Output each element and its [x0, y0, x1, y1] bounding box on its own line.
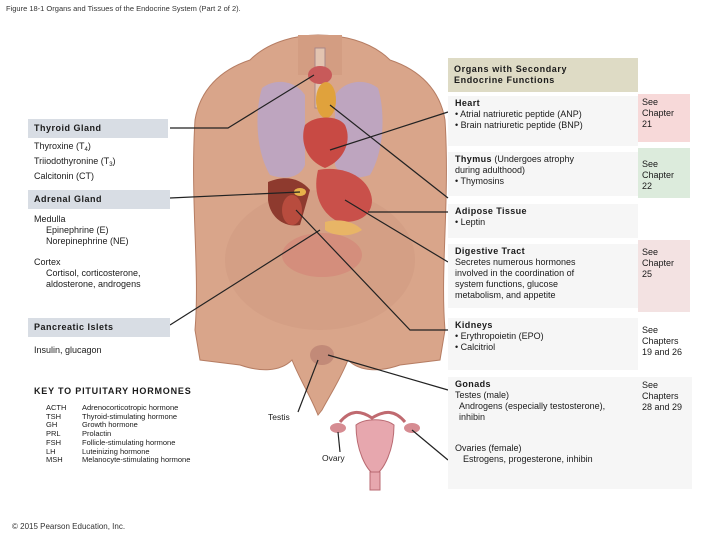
thyroid-organ	[308, 66, 332, 84]
adipose-section: Adipose Tissue • Leptin	[448, 204, 638, 238]
gonad-ovary-leader	[411, 429, 449, 461]
thymus-leader	[329, 104, 449, 199]
adrenal-gland-title: Adrenal Gland	[28, 190, 170, 209]
heart-title: Heart	[455, 98, 481, 108]
thyroid-gland-box: Thyroid Gland Thyroxine (T4) Triiodothyr…	[28, 119, 168, 185]
thymus-organ	[316, 82, 336, 118]
digestive-title: Digestive Tract	[455, 246, 526, 256]
ovary-label: Ovary	[322, 453, 345, 463]
key-title: KEY TO PITUITARY HORMONES	[34, 386, 192, 396]
testis-organ	[310, 345, 334, 365]
thyroid-hormone-3: Calcitonin (CT)	[34, 171, 95, 181]
thyroid-hormones: Thyroxine (T4) Triiodothyronine (T3) Cal…	[28, 138, 168, 185]
copyright: © 2015 Pearson Education, Inc.	[12, 522, 126, 531]
thyroid-gland-title: Thyroid Gland	[28, 119, 168, 138]
testis-label-leader	[297, 359, 319, 413]
adipose-line: • Leptin	[455, 217, 486, 227]
cortex-item-1: Cortisol, corticosterone,	[46, 268, 141, 278]
gonads-section: Gonads Testes (male) Androgens (especial…	[448, 377, 692, 489]
heart-leader	[329, 111, 449, 151]
medulla-item-1: Epinephrine (E)	[46, 225, 109, 235]
heart-organ	[303, 117, 348, 168]
cortex-label: Cortex	[34, 257, 61, 267]
adipose-title: Adipose Tissue	[455, 206, 527, 216]
kidneys-section: Kidneys • Erythropoietin (EPO) • Calcitr…	[448, 318, 638, 370]
kidneys-title: Kidneys	[455, 320, 493, 330]
gonads-title: Gonads	[455, 379, 491, 389]
pancreatic-islets-box: Pancreatic Islets Insulin, glucagon	[28, 318, 170, 359]
testis-label: Testis	[268, 412, 290, 422]
thyroid-hormone-2: Triiodothyronine (T3)	[34, 156, 116, 168]
heart-line: • Brain natriuretic peptide (BNP)	[455, 120, 583, 130]
ovary-label-leader	[337, 431, 341, 453]
kidney-organ	[282, 195, 302, 225]
right-lung	[335, 81, 383, 178]
left-lung	[257, 81, 305, 178]
thymus-line: • Thymosins	[455, 176, 504, 186]
kidney-leader	[295, 209, 448, 331]
stomach-organ	[316, 168, 372, 222]
thymus-line: during adulthood)	[455, 165, 526, 175]
adrenal-gland-box: Adrenal Gland Medulla Epinephrine (E) No…	[28, 190, 170, 293]
thymus-section: Thymus (Undergoes atrophy during adultho…	[448, 152, 638, 196]
digestive-leader	[344, 199, 449, 263]
pancreas-organ	[325, 220, 362, 236]
thyroid-leader	[170, 74, 315, 129]
gonad-testis-leader	[327, 354, 449, 391]
heart-section: Heart • Atrial natriuretic peptide (ANP)…	[448, 96, 638, 146]
adrenal-leader	[169, 191, 301, 199]
uterus-diagram	[330, 411, 420, 491]
pancreatic-islets-title: Pancreatic Islets	[28, 318, 170, 337]
medulla-item-2: Norepinephrine (NE)	[46, 236, 129, 246]
pancreatic-islets-hormones: Insulin, glucagon	[34, 345, 102, 355]
cortex-item-2: aldosterone, androgens	[46, 279, 141, 289]
digestive-section: Digestive Tract Secretes numerous hormon…	[448, 244, 638, 308]
thyroid-hormone-1: Thyroxine (T4)	[34, 141, 91, 153]
medulla-label: Medulla	[34, 214, 66, 224]
secondary-organs-title: Organs with Secondary Endocrine Function…	[448, 58, 638, 92]
thymus-title: Thymus	[455, 154, 492, 164]
heart-line: • Atrial natriuretic peptide (ANP)	[455, 109, 582, 119]
figure-title: Figure 18-1 Organs and Tissues of the En…	[6, 4, 241, 13]
pancreas-leader	[169, 229, 321, 326]
